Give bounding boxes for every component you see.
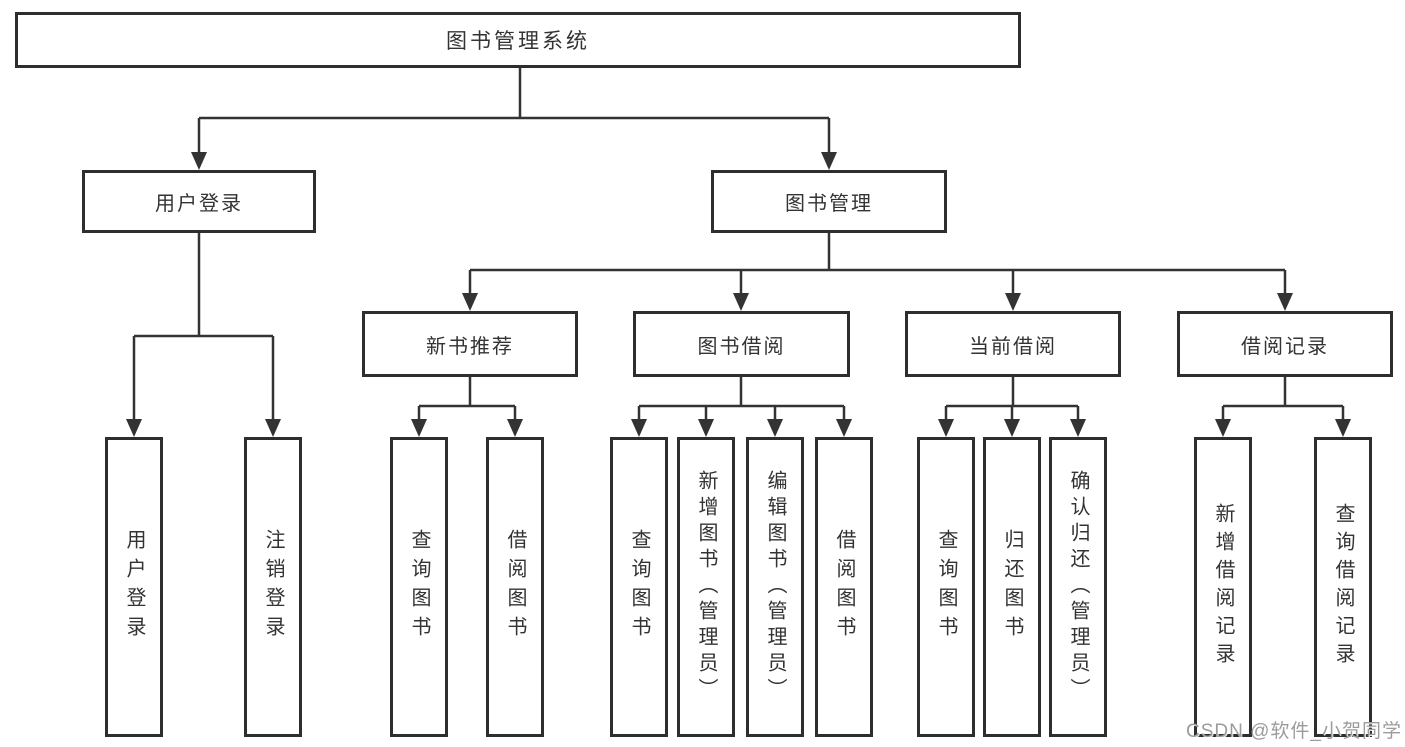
leaf-query-borrow-record: 查询借阅记录: [1314, 437, 1372, 737]
node-current-borrowing: 当前借阅: [905, 311, 1121, 377]
node-new-book-recommendation: 新书推荐: [362, 311, 578, 377]
leaf-user-login: 用户登录: [105, 437, 163, 737]
node-borrowing-records: 借阅记录: [1177, 311, 1393, 377]
node-book-management: 图书管理: [711, 170, 947, 233]
leaf-query-books-3: 查询图书: [917, 437, 975, 737]
node-library-management-system: 图书管理系统: [15, 12, 1021, 68]
leaf-logout: 注销登录: [244, 437, 302, 737]
node-book-borrowing: 图书借阅: [633, 311, 850, 377]
leaf-return-books: 归还图书: [983, 437, 1041, 737]
leaf-borrow-books-2: 借阅图书: [815, 437, 873, 737]
leaf-add-book-admin: 新增图书（管理员）: [677, 437, 735, 737]
leaf-add-borrow-record: 新增借阅记录: [1194, 437, 1252, 737]
leaf-query-books-2: 查询图书: [610, 437, 668, 737]
watermark: CSDN @软件_小贺同学: [1186, 721, 1402, 742]
leaf-confirm-return-admin: 确认归还（管理员）: [1049, 437, 1107, 737]
leaf-query-books: 查询图书: [390, 437, 448, 737]
leaf-edit-book-admin: 编辑图书（管理员）: [746, 437, 804, 737]
leaf-borrow-books: 借阅图书: [486, 437, 544, 737]
node-user-login: 用户登录: [82, 170, 316, 233]
